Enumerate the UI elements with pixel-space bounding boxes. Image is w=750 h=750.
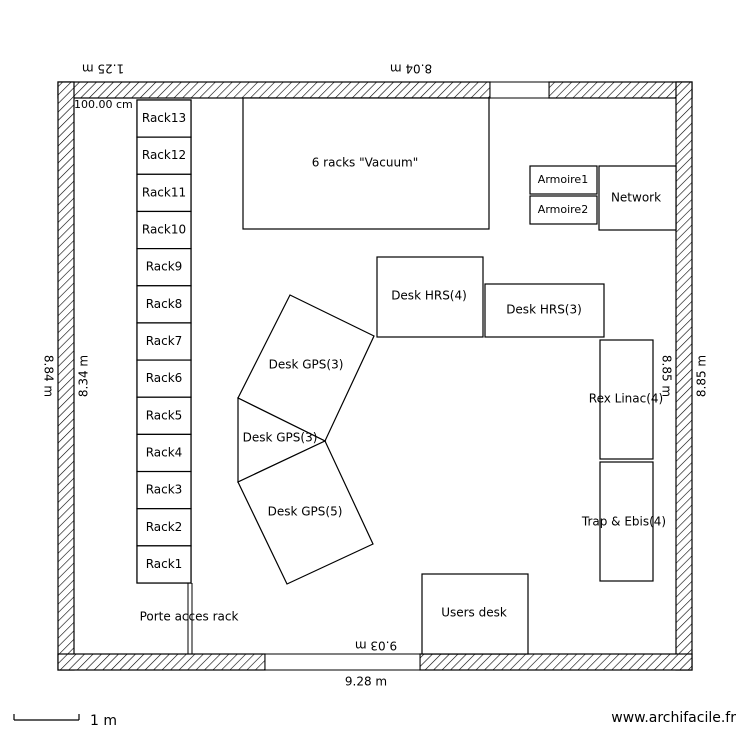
vacuum-label: 6 racks "Vacuum": [312, 156, 419, 170]
network-label: Network: [611, 191, 661, 205]
scale-bar-label: 1 m: [90, 713, 117, 729]
rack-label: Rack2: [146, 520, 183, 534]
rack-label: Rack1: [146, 557, 183, 571]
desk-gps-3-upper-label: Desk GPS(3): [269, 358, 344, 372]
dim-top-left: 1.25 m: [82, 62, 124, 76]
vacuum-racks: 6 racks "Vacuum": [242, 97, 490, 230]
rack-label: Rack9: [146, 260, 183, 274]
rack-label: Rack6: [146, 371, 183, 385]
users-desk-label: Users desk: [441, 606, 507, 620]
rack-label: Rack10: [142, 223, 186, 237]
desk-hrs-4-label: Desk HRS(4): [391, 289, 467, 303]
opening-bottom: [264, 653, 421, 671]
wall-right: [675, 81, 693, 671]
rack-label: Rack12: [142, 148, 186, 162]
desk-gps-5-label: Desk GPS(5): [268, 505, 343, 519]
rack-label: Rack3: [146, 483, 183, 497]
right-desks: Rex Linac(4) Trap & Ebis(4): [581, 339, 666, 582]
armoire-network: Armoire1 Armoire2 Network: [529, 165, 677, 231]
wall-top-left: [57, 81, 491, 99]
users-desk: Users desk: [421, 573, 529, 655]
armoire2-box: [529, 195, 598, 225]
dim-right-outer: 8.85 m: [695, 355, 709, 397]
desk-gps-3-lower-label: Desk GPS(3): [243, 431, 318, 445]
rack-label: Rack5: [146, 408, 183, 422]
rack-label: Rack8: [146, 297, 183, 311]
dim-bottom-inner: 9.03 m: [355, 639, 397, 653]
rex-linac-box: [599, 339, 654, 460]
window-top: [489, 81, 550, 99]
scale-bar: 1 m: [13, 713, 117, 729]
wall-bottom-left: [57, 653, 266, 671]
wall-bottom-right: [419, 653, 693, 671]
rack-cell: [136, 359, 192, 398]
wall-top-right: [548, 81, 693, 99]
dimension-labels: 8.04 m 1.25 m 100.00 cm 8.84 m 8.34 m 8.…: [42, 62, 709, 689]
dim-right-inner: 8.85 m: [660, 355, 674, 397]
rack-cell: [136, 545, 192, 584]
network-box: [598, 165, 677, 231]
vacuum-box: [242, 97, 490, 230]
dim-left-inner: 8.34 m: [77, 355, 91, 397]
rack-label: Rack4: [146, 445, 183, 459]
armoire1-box: [529, 165, 598, 195]
porte-acces-rack: Porte acces rack: [140, 583, 239, 654]
rack-cell: [136, 136, 192, 175]
dim-inner-offset: 100.00 cm: [74, 98, 133, 111]
rack-cell: [136, 248, 192, 287]
rex-linac-label: Rex Linac(4): [589, 392, 663, 406]
dim-top-outer: 8.04 m: [390, 62, 432, 76]
desk-hrs-3-box: [484, 283, 605, 338]
dim-bottom-outer: 9.28 m: [345, 675, 387, 689]
porte-label: Porte acces rack: [140, 610, 239, 624]
desk-gps-5-shape: [237, 440, 374, 585]
dim-left-outer: 8.84 m: [42, 355, 56, 397]
rack-label: Rack7: [146, 334, 183, 348]
rack-column: Rack13Rack12Rack11Rack10Rack9Rack8Rack7R…: [136, 99, 192, 584]
wall-left: [57, 81, 75, 671]
rack-cell: [136, 173, 192, 213]
users-desk-box: [421, 573, 529, 655]
rack-cell: [136, 396, 192, 435]
rack-cell: [136, 210, 192, 250]
rack-label: Rack11: [142, 185, 186, 199]
desk-hrs-4-box: [376, 256, 484, 338]
armoire2-label: Armoire2: [538, 203, 588, 216]
trap-ebis-label: Trap & Ebis(4): [581, 515, 666, 529]
rack-cell: [136, 99, 192, 138]
armoire1-label: Armoire1: [538, 173, 588, 186]
hrs-desks: Desk HRS(4) Desk HRS(3): [376, 256, 605, 338]
desk-hrs-3-label: Desk HRS(3): [506, 303, 582, 317]
gps-desks: Desk GPS(3) Desk GPS(3) Desk GPS(5): [237, 294, 375, 585]
rack-label: Rack13: [142, 111, 186, 125]
watermark-text: www.archifacile.fr: [611, 710, 736, 726]
trap-ebis-box: [599, 461, 654, 582]
